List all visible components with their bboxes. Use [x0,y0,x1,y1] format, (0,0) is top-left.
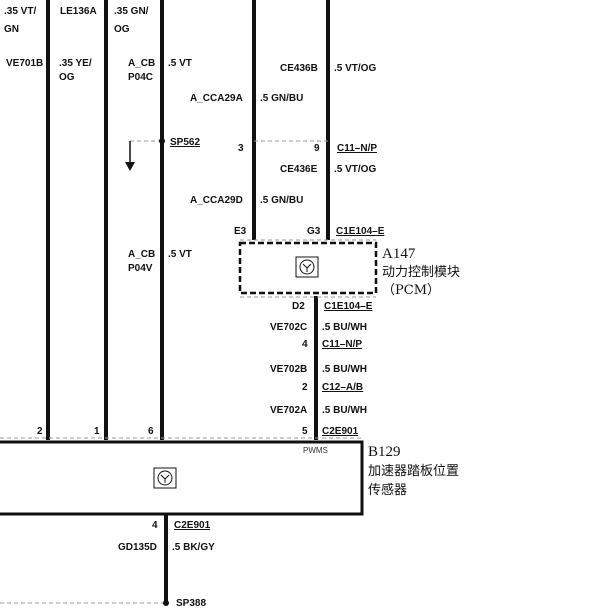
module-a147-abbr: （PCM） [382,283,440,298]
pcm-out-seg1-code: VE702C [270,322,307,333]
splice-sp388-dot [163,600,169,606]
wire-4-size2: .5 GN/BU [260,195,303,206]
wire-3-mid1-code-b: P04C [128,72,153,83]
wire-5-pin-g3: G3 [307,226,321,237]
module-a147-name: 动力控制模块 [382,265,460,280]
pcm-out-seg3-size: .5 BU/WH [322,405,367,416]
bottom-size: .5 BK/GY [172,542,215,553]
wire-3-mid1-size: .5 VT [168,58,192,69]
wire-1-mid-code: VE701B [6,58,43,69]
pcm-out-seg1-size: .5 BU/WH [322,322,367,333]
module-a147-ref: A147 [382,246,416,262]
pcm-out-pin2: 4 [302,339,308,350]
sensor-b129-symbol-icon [153,467,177,489]
wire-5-code1: CE436B [280,63,318,74]
pcm-out-pin3: 2 [302,382,308,393]
splice-sp562-label: SP562 [170,137,200,148]
connector-c1e104e-top: C1E104–E [336,226,385,237]
wire-5-size1: .5 VT/OG [334,63,376,74]
pcm-out-pin-d2: D2 [292,301,305,312]
pcm-out-seg2-code: VE702B [270,364,307,375]
sensor-b129-ref: B129 [368,444,401,460]
bottom-pin: 4 [152,520,158,531]
wire-1-top-code: .35 VT/ [4,6,36,17]
wire-4-code1: A_CCA29A [190,93,243,104]
wire-3-mid2-code-a: A_CB [128,249,155,260]
connector-c2e901-bottom: C2E901 [174,520,211,531]
wire-5-size2: .5 VT/OG [334,164,376,175]
module-a147-symbol-icon [295,256,319,278]
wire-2-top-code: LE136A [60,6,97,17]
wire-4-code2: A_CCA29D [190,195,243,206]
wire-3-top-code: .35 GN/ [114,6,149,17]
bottom-code: GD135D [118,542,157,553]
wire-2-mid-color: OG [59,72,75,83]
wire-5-pin: 9 [314,143,320,154]
wire-4-size1: .5 GN/BU [260,93,303,104]
wire-4-pin-e3: E3 [234,226,247,237]
down-arrow-icon [125,162,135,171]
wire-3-mid1-code-a: A_CB [128,58,155,69]
pcm-out-pin4: 5 [302,426,308,437]
connector-c2e901-top: C2E901 [322,426,359,437]
wire-3-mid2-size: .5 VT [168,249,192,260]
wire-4-pin: 3 [238,143,244,154]
connector-c11-np-top: C11–N/P [337,143,377,154]
connector-c11-np-bottom: C11–N/P [322,339,362,350]
wire-2-pin: 1 [94,426,100,437]
wire-5-code2: CE436E [280,164,318,175]
connector-c12-ab: C12–A/B [322,382,363,393]
connector-c1e104e-bottom: C1E104–E [324,301,373,312]
module-a147-box [238,241,378,295]
wire-3-pin: 6 [148,426,154,437]
wire-2-mid-code: .35 YE/ [59,58,92,69]
sensor-b129-name-1: 加速器踏板位置 [368,464,459,479]
sensor-b129-name-2: 传感器 [368,482,407,498]
sensor-pwms-label: PWMS [303,446,328,455]
pcm-out-seg3-code: VE702A [270,405,307,416]
splice-sp562-dot [159,138,165,144]
wire-1-pin: 2 [37,426,43,437]
wire-1-top-color: GN [4,24,19,35]
wire-3-top-color: OG [114,24,130,35]
pcm-out-seg2-size: .5 BU/WH [322,364,367,375]
sensor-b129-box [0,440,364,516]
splice-sp388-label: SP388 [176,598,206,608]
wire-3-mid2-code-b: P04V [128,263,153,274]
